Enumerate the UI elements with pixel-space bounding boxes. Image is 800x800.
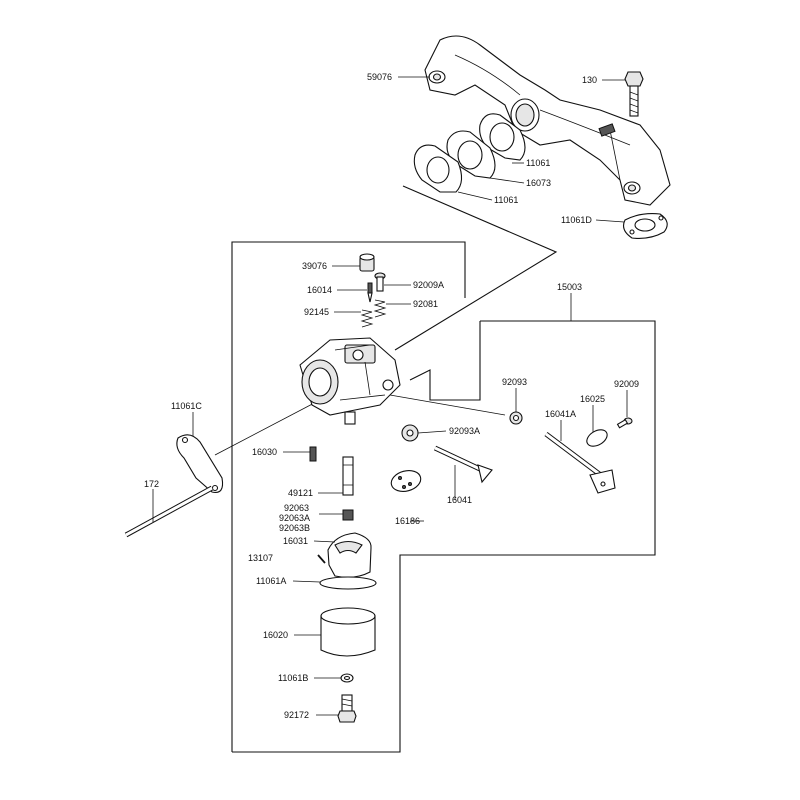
label-92093: 92093 (502, 377, 527, 387)
pin-13107 (317, 554, 326, 564)
label-92081: 92081 (413, 299, 438, 309)
label-11061-upper: 11061 (526, 158, 550, 168)
carburetor-body (299, 337, 401, 425)
spacer-16073 (446, 130, 496, 179)
leader-lines (152, 76, 628, 716)
gasket-11061-upper (479, 113, 526, 161)
jet-16030 (309, 446, 317, 462)
label-39076: 39076 (302, 261, 327, 271)
carburetor-group-frame (232, 320, 656, 753)
float-bowl-16020 (320, 607, 376, 657)
label-11061-lower: 11061 (494, 195, 518, 205)
float-16031 (327, 532, 372, 578)
label-16073: 16073 (526, 178, 551, 188)
gasket-11061A (319, 576, 377, 590)
label-16030: 16030 (252, 447, 277, 457)
needle-link-line (389, 394, 506, 416)
label-92093A: 92093A (449, 426, 480, 436)
label-92009: 92009 (614, 379, 639, 389)
screw-92009 (616, 417, 633, 429)
label-11061C: 11061C (171, 401, 202, 411)
label-92063A: 92063A (279, 513, 310, 523)
seal-92093 (509, 411, 523, 425)
plate-16186 (390, 470, 422, 492)
label-11061A: 11061A (256, 576, 286, 586)
label-11061D: 11061D (561, 215, 592, 225)
shaft-16041 (433, 445, 493, 484)
gasket-link-line (214, 399, 321, 456)
stud-172 (124, 485, 214, 538)
label-16031: 16031 (283, 536, 308, 546)
collar-92093A (401, 424, 419, 442)
label-92009A: 92009A (413, 280, 444, 290)
label-15003: 15003 (557, 282, 582, 292)
label-16025: 16025 (580, 394, 605, 404)
label-92063B: 92063B (279, 523, 310, 533)
label-16014: 16014 (307, 285, 332, 295)
label-16020: 16020 (263, 630, 288, 640)
manifold-link-line (394, 185, 558, 351)
bolt-130 (624, 71, 644, 117)
label-13107: 13107 (248, 553, 273, 563)
gasket-11061D (623, 213, 668, 239)
label-16041: 16041 (447, 495, 472, 505)
jet-92063 (342, 509, 354, 521)
label-49121: 49121 (288, 488, 313, 498)
manifold-59076 (424, 35, 671, 206)
gasket-11061C (176, 434, 224, 493)
spring-92145 (360, 309, 374, 328)
plate-16025 (586, 429, 608, 447)
cap-39076 (359, 253, 375, 272)
screw-92009A (374, 272, 386, 292)
label-130: 130 (582, 75, 597, 85)
subassembly-15003-bracket (409, 321, 481, 401)
spring-92081 (373, 299, 387, 318)
label-172: 172 (144, 479, 159, 489)
gasket-11061-lower (413, 144, 463, 193)
tube-49121 (342, 456, 354, 496)
label-16186: 16186 (395, 516, 420, 526)
label-59076: 59076 (367, 72, 392, 82)
label-92063: 92063 (284, 503, 309, 513)
shaft-16041A (544, 432, 616, 494)
label-16041A: 16041A (545, 409, 576, 419)
carburetor-group-frame-top (231, 241, 466, 752)
part-labels: 59076 130 11061 16073 11061 11061D 39076… (144, 72, 639, 720)
label-92172: 92172 (284, 710, 309, 720)
label-92145: 92145 (304, 307, 329, 317)
needle-16014 (367, 282, 373, 303)
label-11061B: 11061B (278, 673, 308, 683)
bolt-92172 (337, 694, 357, 723)
washer-11061B (340, 673, 354, 683)
